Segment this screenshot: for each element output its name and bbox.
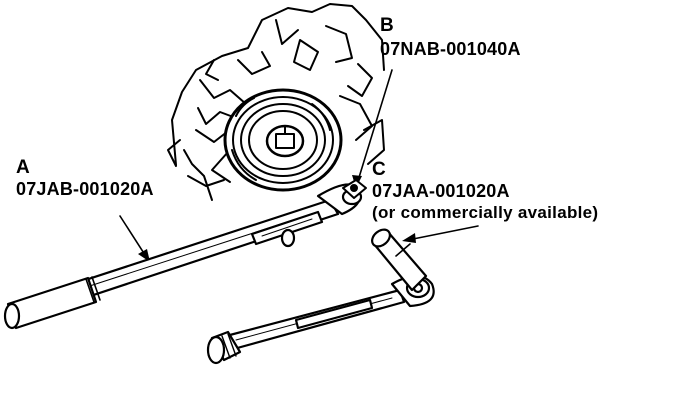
wrench-a-grip	[6, 276, 98, 330]
socket-extension-c	[371, 228, 428, 292]
callout-b-part-number: 07NAB-001040A	[380, 39, 521, 59]
socket-adapter-b	[342, 179, 367, 199]
leader-c	[407, 225, 479, 241]
torque-wrench-c	[206, 274, 435, 365]
wrench-c-scale	[294, 298, 374, 330]
callout-a-part-number: 07JAB-001020A	[16, 179, 154, 199]
wrench-a-knob	[280, 228, 296, 248]
callout-c-letter: C	[372, 159, 386, 180]
arrow-c-head	[402, 233, 416, 243]
pulley-hub	[265, 124, 305, 158]
leader-b	[356, 69, 393, 185]
callout-b-letter: B	[380, 15, 394, 36]
leader-lines	[119, 69, 479, 259]
torque-wrench-a	[3, 183, 363, 330]
leader-a	[119, 215, 148, 259]
wrench-a-grip-end	[3, 302, 21, 330]
callout-a-letter: A	[16, 157, 30, 178]
callout-c-part-number: 07JAA-001020A	[372, 181, 510, 201]
callout-c-note: (or commercially available)	[372, 203, 599, 222]
